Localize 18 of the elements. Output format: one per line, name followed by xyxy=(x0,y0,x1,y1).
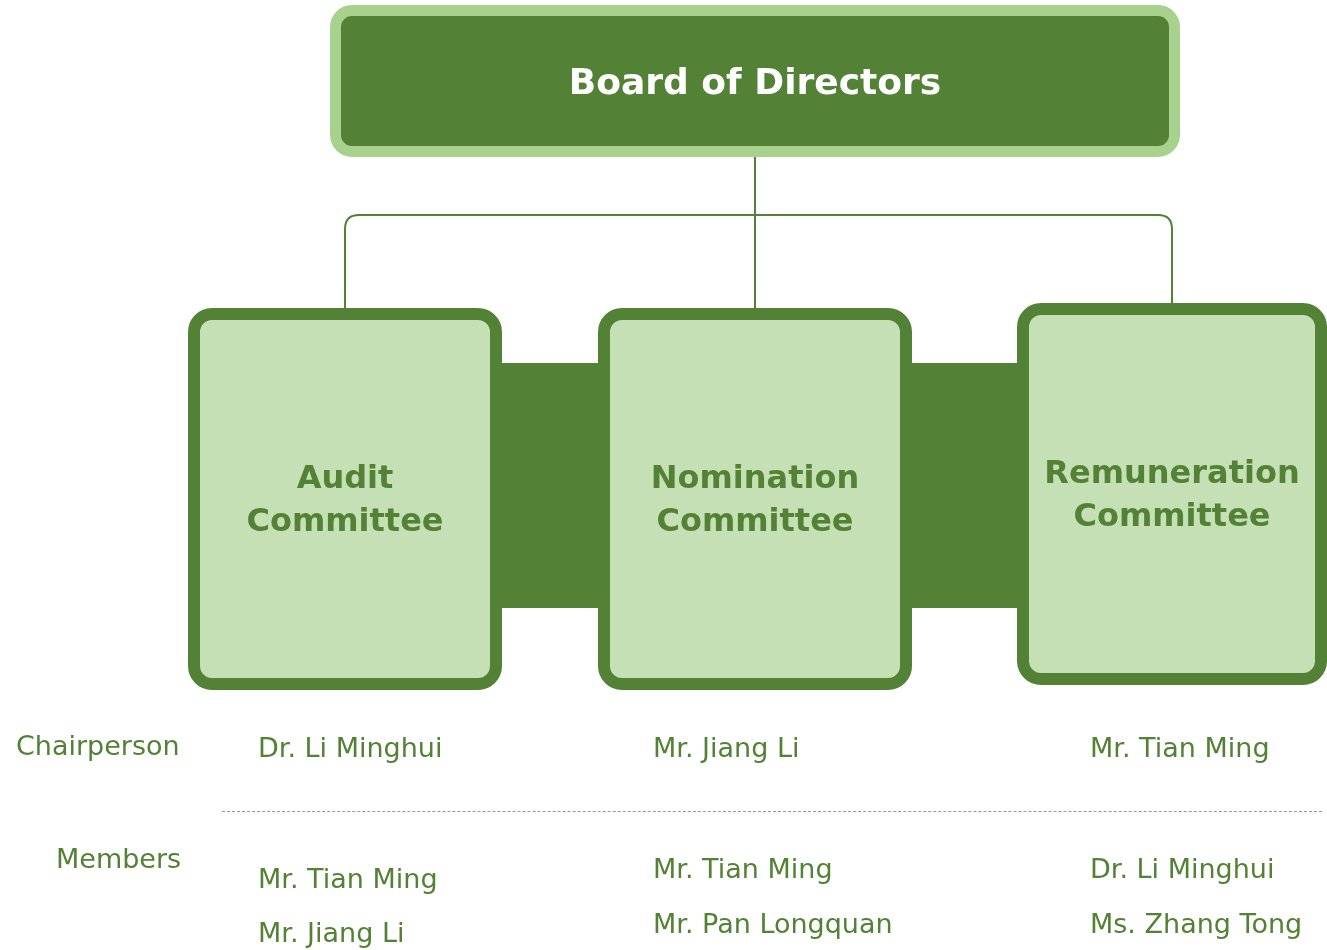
name-label: Mr. Jiang Li xyxy=(653,732,800,763)
name-label: Dr. Li Minghui xyxy=(1090,853,1275,884)
name-label: Mr. Tian Ming xyxy=(653,853,833,884)
name-label: Mr. Jiang Li xyxy=(258,917,405,948)
committee-title: Audit Committee xyxy=(245,456,445,541)
name-label: Dr. Li Minghui xyxy=(258,732,443,763)
name-label: Mr. Pan Longquan xyxy=(653,908,893,939)
name-label: Mr. Tian Ming xyxy=(1090,732,1270,763)
name-label: Members xyxy=(56,843,182,874)
board-box xyxy=(330,5,1180,157)
committee-box xyxy=(1017,303,1327,685)
committee-title: Remuneration Committee xyxy=(1043,451,1301,536)
board-title: Board of Directors xyxy=(568,60,942,102)
committee-title: Nomination Committee xyxy=(649,456,861,541)
name-label: Chairperson xyxy=(16,730,180,761)
name-label: Mr. Tian Ming xyxy=(258,863,438,894)
committee-box xyxy=(188,308,502,690)
name-label: Ms. Zhang Tong xyxy=(1090,908,1303,939)
